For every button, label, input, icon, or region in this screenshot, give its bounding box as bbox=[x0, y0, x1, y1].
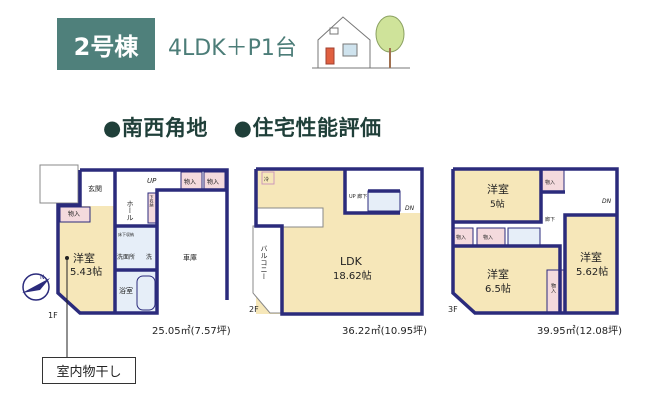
area-3f: 39.95㎡(12.08坪) bbox=[537, 324, 622, 337]
feature-performance-evaluation: ●住宅性能評価 bbox=[233, 116, 382, 140]
label-closet: 物入 bbox=[207, 178, 219, 186]
label-under-stairs: 下収納 bbox=[150, 195, 155, 208]
porch bbox=[39, 164, 79, 204]
features: ●南西角地 ●住宅性能評価 bbox=[103, 112, 399, 142]
closet-1f-western bbox=[59, 206, 91, 223]
svg-text:N: N bbox=[40, 274, 45, 281]
room-western-1f bbox=[58, 206, 115, 313]
label-washroom: 洗面所 bbox=[117, 253, 135, 261]
label-closet: 物入 bbox=[456, 234, 466, 241]
floor-label-3f: 3F bbox=[448, 305, 458, 314]
floor-plan-1f: 玄関 ホール UP 下収納 物入 物入 物入 洋室 5.43帖 床下収納 洗面所… bbox=[22, 164, 231, 357]
label-western-3f-1-size: 5帖 bbox=[490, 198, 505, 210]
toilet-3f bbox=[507, 227, 541, 246]
label-western-3f-2-size: 6.5帖 bbox=[485, 282, 511, 295]
label-bath: 浴室 bbox=[119, 286, 133, 295]
label-closet: 物入 bbox=[550, 282, 556, 293]
label-up-hall: UP 廊下 bbox=[349, 193, 367, 200]
house-illustration-icon bbox=[312, 15, 410, 69]
label-western-3f-3: 洋室 bbox=[580, 250, 602, 264]
label-up: UP bbox=[147, 177, 157, 185]
label-ldk: LDK bbox=[340, 255, 363, 268]
feature-corner-lot: ●南西角地 bbox=[103, 116, 208, 140]
callout-indoor-drying: 室内物干し bbox=[42, 357, 136, 384]
label-genkan: 玄関 bbox=[88, 184, 102, 193]
area-2f: 36.22㎡(10.95坪) bbox=[342, 324, 427, 337]
floor-plan-3f: 洋室 5帖 洋室 6.5帖 洋室 5.62帖 物入 物入 物入 物入 廊下 DN… bbox=[448, 167, 622, 337]
label-fridge: 冷 bbox=[264, 176, 269, 183]
label-closet: 物入 bbox=[483, 234, 493, 241]
toilet-2f bbox=[367, 190, 401, 212]
label-dn-3f: DN bbox=[602, 198, 612, 205]
label-hallway-3f: 廊下 bbox=[545, 216, 555, 223]
label-closet: 物入 bbox=[545, 179, 555, 186]
floor-label-2f: 2F bbox=[249, 305, 259, 314]
label-western-3f-2: 洋室 bbox=[487, 267, 509, 281]
layout-label: 4LDK＋P1台 bbox=[168, 36, 297, 61]
room-western-5 bbox=[453, 169, 541, 222]
fridge bbox=[261, 171, 275, 185]
compass-north-icon: N bbox=[22, 273, 50, 301]
label-western-1f-size: 5.43帖 bbox=[70, 265, 102, 278]
room-western-5-62 bbox=[566, 215, 617, 313]
label-dn-2f: DN bbox=[405, 205, 415, 212]
floor-label-1f: 1F bbox=[48, 311, 58, 320]
kitchen-counter bbox=[256, 207, 324, 228]
label-ldk-size: 18.62帖 bbox=[333, 269, 372, 282]
label-garage: 車庫 bbox=[183, 253, 197, 262]
building-badge: 2号棟 bbox=[57, 18, 155, 70]
label-closet: 物入 bbox=[184, 178, 196, 186]
label-closet: 物入 bbox=[68, 210, 80, 218]
label-washer: 洗 bbox=[146, 253, 152, 261]
label-under-floor: 床下収納 bbox=[118, 231, 134, 237]
room-western-6-5 bbox=[453, 246, 560, 313]
label-western-1f: 洋室 bbox=[73, 251, 95, 265]
label-hall: ホール bbox=[126, 200, 134, 221]
label-balcony: バルコニー bbox=[260, 245, 268, 280]
floor-plan-2f: 冷 UP 廊下 DN バルコニー LDK 18.62帖 2F 36.22㎡(10… bbox=[249, 167, 427, 337]
label-western-3f-3-size: 5.62帖 bbox=[576, 265, 608, 278]
label-western-3f-1: 洋室 bbox=[487, 182, 509, 196]
area-1f: 25.05㎡(7.57坪) bbox=[152, 324, 231, 337]
